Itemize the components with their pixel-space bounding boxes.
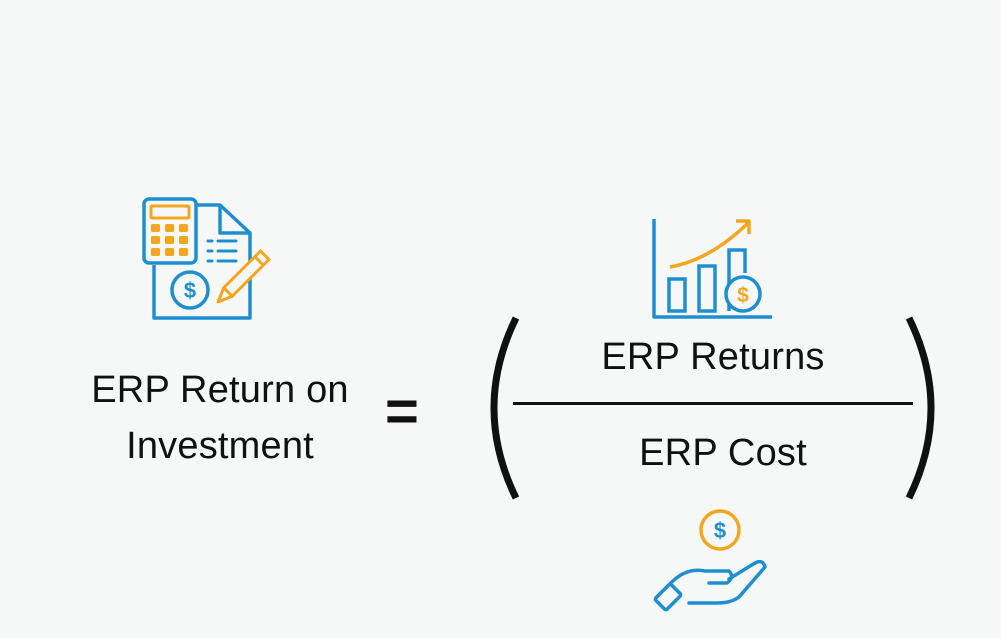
svg-text:$: $ bbox=[714, 518, 726, 543]
denominator-label: ERP Cost bbox=[639, 432, 807, 474]
equals-sign: = bbox=[385, 379, 419, 444]
left-parenthesis bbox=[490, 316, 520, 500]
lhs-label: ERP Return on Investment bbox=[40, 362, 400, 474]
growth-chart-icon: $ bbox=[652, 219, 772, 319]
numerator-label: ERP Returns bbox=[601, 336, 825, 378]
lhs-line-2: Investment bbox=[126, 425, 314, 467]
fraction-bar bbox=[513, 402, 913, 405]
svg-text:$: $ bbox=[737, 284, 749, 307]
calculator-document-icon: $ bbox=[142, 197, 272, 320]
right-parenthesis bbox=[905, 316, 935, 500]
hand-coin-icon: $ bbox=[653, 509, 767, 612]
lhs-line-1: ERP Return on bbox=[91, 369, 349, 411]
svg-text:$: $ bbox=[184, 278, 196, 303]
